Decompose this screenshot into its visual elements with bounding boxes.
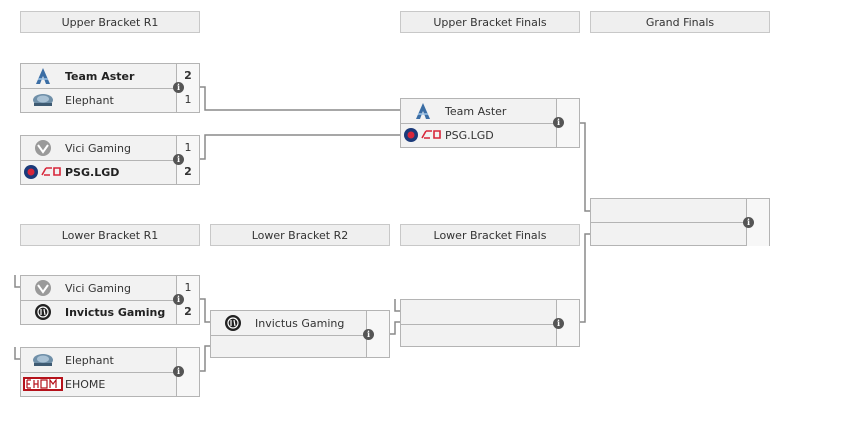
header-lower-bracket-r2: Lower Bracket R2 xyxy=(210,224,390,246)
match-info-icon[interactable]: i xyxy=(553,318,564,329)
team-slot[interactable]: Invictus Gaming xyxy=(211,311,367,336)
team-name: EHOME xyxy=(65,377,106,391)
header-lower-bracket-finals: Lower Bracket Finals xyxy=(400,224,580,246)
invictus-gaming-logo-icon xyxy=(21,300,65,324)
match-info-icon[interactable]: i xyxy=(173,294,184,305)
team-slot[interactable]: EHOME xyxy=(21,372,177,396)
vici-gaming-logo-icon xyxy=(21,276,65,300)
match-info-icon[interactable]: i xyxy=(173,82,184,93)
match-lb-finals[interactable]: i xyxy=(400,299,580,347)
team-slot[interactable] xyxy=(591,222,747,246)
team-name: Vici Gaming xyxy=(65,281,131,295)
team-score xyxy=(746,222,769,246)
match-info-icon[interactable]: i xyxy=(363,329,374,340)
team-score xyxy=(366,335,389,357)
match-ub-r1-1[interactable]: Team Aster Elephant 2 1 i xyxy=(20,63,200,113)
vici-gaming-logo-icon xyxy=(21,136,65,160)
team-slot[interactable]: Elephant xyxy=(21,348,177,373)
team-name: Invictus Gaming xyxy=(65,305,166,319)
elephant-logo-icon xyxy=(21,88,65,112)
match-ub-finals[interactable]: Team Aster PSG.LGD i xyxy=(400,98,580,148)
header-upper-bracket-finals: Upper Bracket Finals xyxy=(400,11,580,33)
team-slot[interactable]: Elephant xyxy=(21,88,177,112)
team-slot[interactable]: Vici Gaming xyxy=(21,276,177,301)
elephant-logo-icon xyxy=(21,348,65,372)
team-slot[interactable] xyxy=(211,335,367,359)
team-slot[interactable]: Team Aster xyxy=(21,64,177,89)
match-info-icon[interactable]: i xyxy=(173,366,184,377)
match-ub-r1-2[interactable]: Vici Gaming PSG.LGD 1 2 i xyxy=(20,135,200,185)
match-lb-r2[interactable]: Invictus Gaming i xyxy=(210,310,390,358)
team-name: Invictus Gaming xyxy=(255,316,345,330)
team-name: PSG.LGD xyxy=(65,165,120,179)
match-grand-finals[interactable]: i xyxy=(590,198,770,246)
team-aster-logo-icon xyxy=(21,64,65,88)
team-score xyxy=(556,324,579,346)
match-info-icon[interactable]: i xyxy=(173,154,184,165)
team-name: Team Aster xyxy=(65,69,135,83)
header-grand-finals: Grand Finals xyxy=(590,11,770,33)
psg-lgd-logo-icon xyxy=(401,123,445,147)
invictus-gaming-logo-icon xyxy=(211,311,255,335)
team-name: Vici Gaming xyxy=(65,141,131,155)
ehome-logo-icon xyxy=(21,372,65,396)
team-score: 2 xyxy=(176,300,199,324)
team-slot[interactable]: Invictus Gaming xyxy=(21,300,177,324)
team-score xyxy=(176,372,199,396)
psg-lgd-logo-icon xyxy=(21,160,65,184)
team-slot[interactable] xyxy=(591,199,747,223)
team-score: 1 xyxy=(176,88,199,112)
team-name: Elephant xyxy=(65,353,114,367)
team-slot[interactable]: Team Aster xyxy=(401,99,557,124)
match-info-icon[interactable]: i xyxy=(553,117,564,128)
header-lower-bracket-r1: Lower Bracket R1 xyxy=(20,224,200,246)
team-slot[interactable]: Vici Gaming xyxy=(21,136,177,161)
match-info-icon[interactable]: i xyxy=(743,217,754,228)
match-lb-r1-1[interactable]: Vici Gaming Invictus Gaming 1 2 i xyxy=(20,275,200,325)
team-aster-logo-icon xyxy=(401,99,445,123)
team-slot[interactable] xyxy=(401,300,557,325)
team-slot[interactable] xyxy=(401,324,557,348)
team-slot[interactable]: PSG.LGD xyxy=(21,160,177,184)
team-name: Team Aster xyxy=(445,104,507,118)
team-name: PSG.LGD xyxy=(445,128,494,142)
team-score: 2 xyxy=(176,160,199,184)
team-name: Elephant xyxy=(65,93,114,107)
match-lb-r1-2[interactable]: Elephant EHOME i xyxy=(20,347,200,397)
header-upper-bracket-r1: Upper Bracket R1 xyxy=(20,11,200,33)
team-score xyxy=(556,123,579,147)
team-slot[interactable]: PSG.LGD xyxy=(401,123,557,147)
